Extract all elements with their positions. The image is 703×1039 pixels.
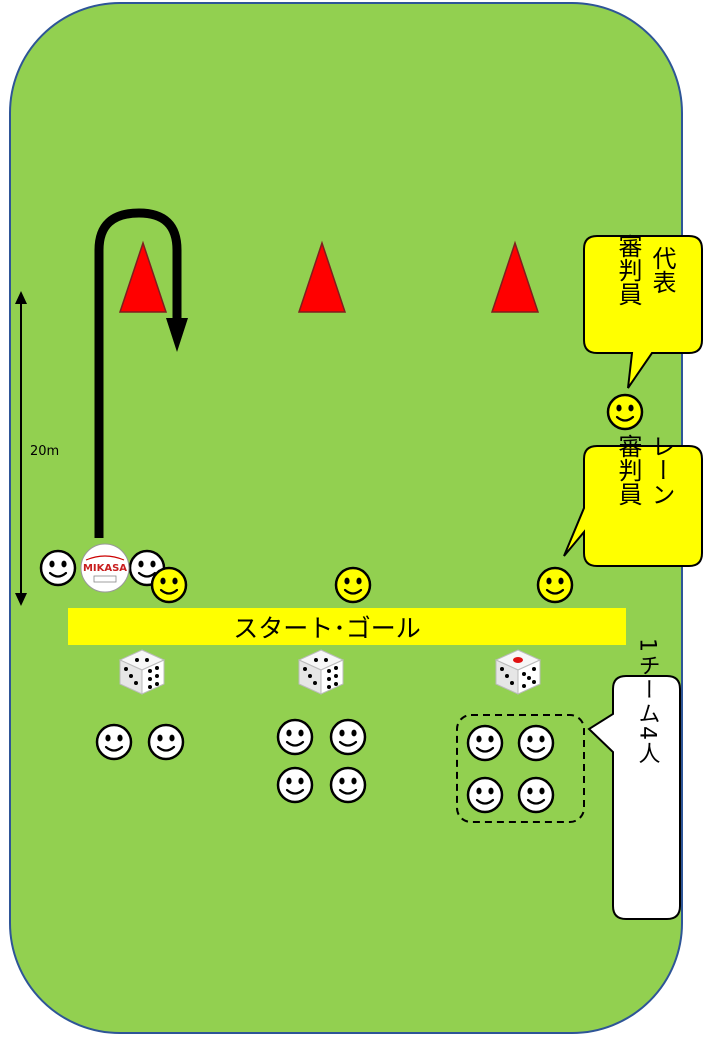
team-member-smiley-icon <box>329 718 367 756</box>
chief-referee-line-1: 代表 <box>648 246 676 294</box>
team-callout-text: 1チーム4人 <box>635 638 661 766</box>
runner-smiley-icon <box>39 549 77 587</box>
team-member-smiley-icon <box>147 723 185 761</box>
team-member-smiley-icon <box>276 766 314 804</box>
lane-referee-line-1: レーン <box>647 434 675 506</box>
start-goal-label: スタート･ゴール <box>233 614 421 643</box>
distance-label: 20m <box>30 444 59 459</box>
callout-chief-referee <box>583 235 703 389</box>
chief-referee-smiley-icon <box>606 393 644 431</box>
ball-brand: MIKASA <box>83 563 127 574</box>
team-member-smiley-icon <box>517 724 555 762</box>
team-member-smiley-icon <box>95 723 133 761</box>
cone-icon <box>490 240 540 313</box>
u-turn-arrow-icon <box>94 208 188 538</box>
lane-referee-line-2: 審判員 <box>614 434 642 506</box>
team-member-smiley-icon <box>517 776 555 814</box>
callout-lane-referee <box>563 445 703 567</box>
double-arrow-icon <box>15 291 27 606</box>
dice-icon <box>297 649 345 695</box>
team-member-smiley-icon <box>466 776 504 814</box>
team-member-smiley-icon <box>329 766 367 804</box>
chief-referee-line-2: 審判員 <box>614 234 642 306</box>
team-member-smiley-icon <box>276 718 314 756</box>
cone-icon <box>297 240 347 313</box>
cone-icon <box>118 240 168 313</box>
lane-referee-smiley-icon <box>536 566 574 604</box>
callout-team <box>587 675 681 920</box>
lane-referee-smiley-icon <box>334 566 372 604</box>
dice-icon <box>494 649 542 695</box>
start-goal-line <box>68 608 626 645</box>
lane-referee-smiley-icon <box>150 566 188 604</box>
dice-icon <box>118 649 166 695</box>
team-member-smiley-icon <box>466 724 504 762</box>
team-group-outline <box>456 714 585 823</box>
volleyball-icon: MIKASA <box>80 543 130 593</box>
